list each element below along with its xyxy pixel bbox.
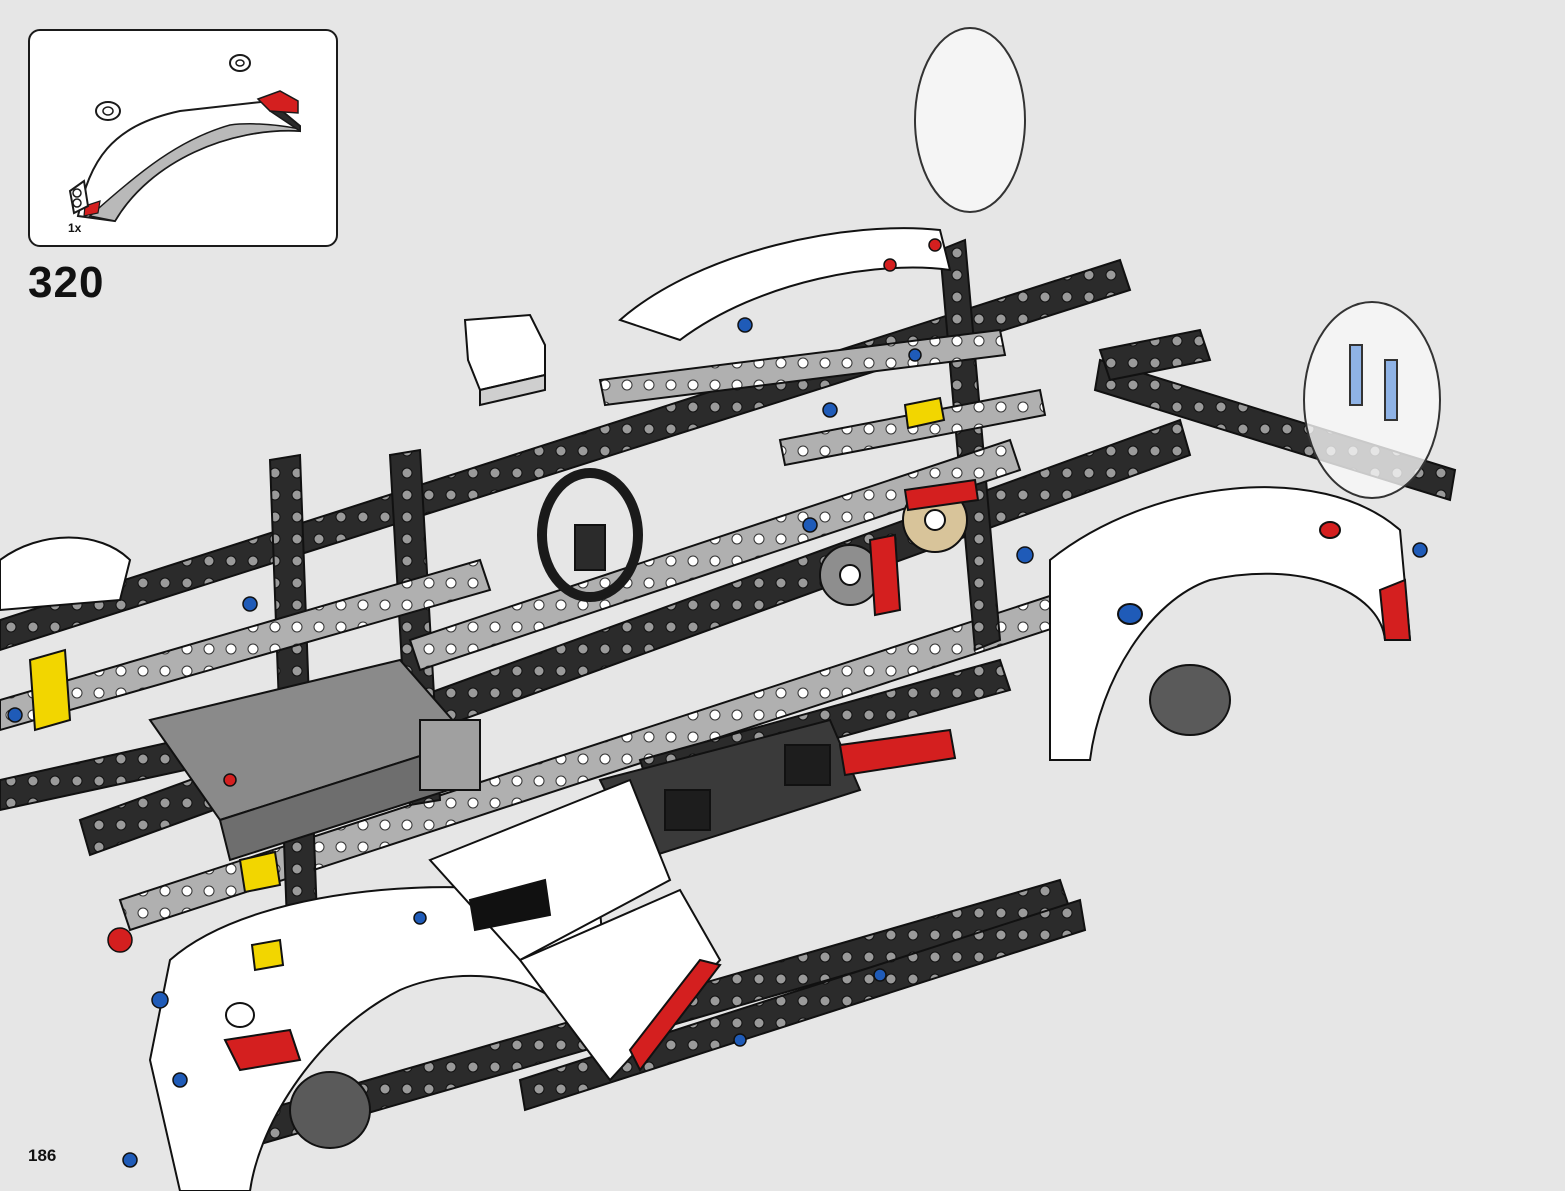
parts-callout: 1x — [28, 29, 338, 247]
fender-rear — [0, 227, 952, 612]
red-pins — [107, 238, 942, 953]
white-side-panel — [428, 778, 722, 1082]
headlight-lens-rear — [914, 27, 1441, 499]
steering-wheel — [537, 468, 643, 602]
fender-part-illustration — [68, 54, 301, 223]
white-connector-block — [463, 313, 546, 407]
yellow-connectors — [28, 396, 946, 972]
page-number: 186 — [28, 1146, 57, 1165]
fender-front-right — [1049, 486, 1412, 761]
part-quantity: 1x — [68, 221, 82, 235]
dashboard-plate — [598, 718, 862, 862]
step-number: 320 — [28, 258, 105, 307]
red-axles — [838, 478, 980, 777]
blue-pins — [7, 317, 1428, 1168]
